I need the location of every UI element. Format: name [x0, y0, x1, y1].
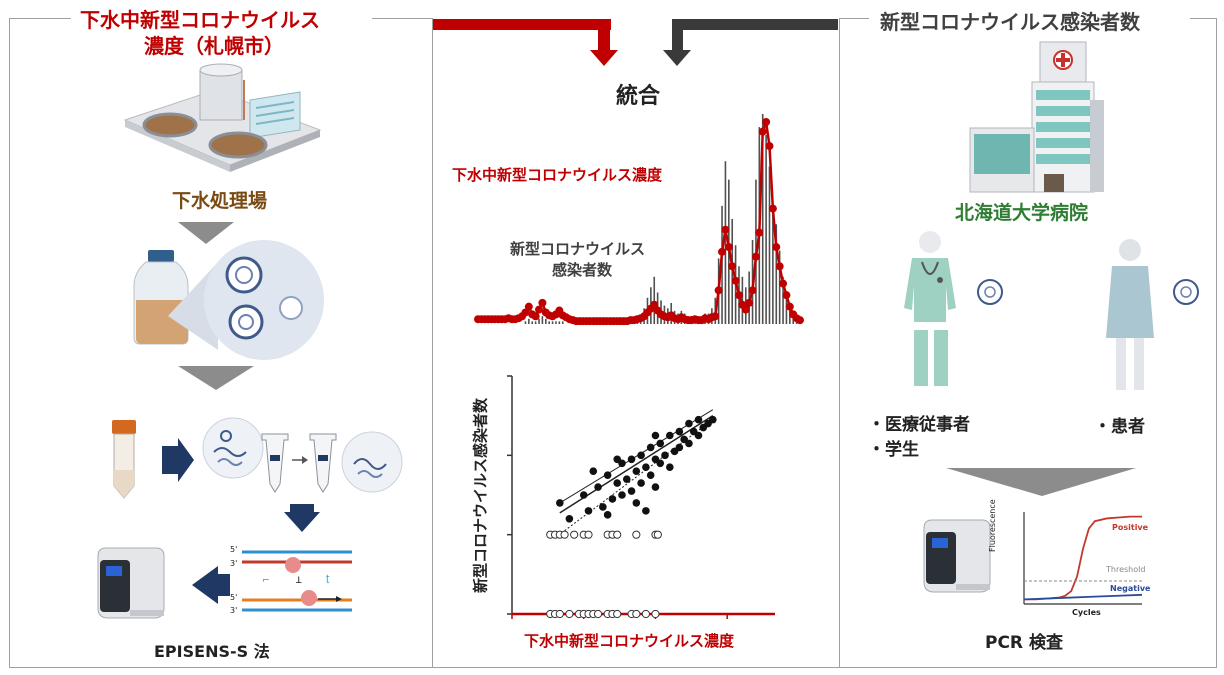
pcr-xlabel: Cycles [1072, 608, 1101, 617]
left-panel-title-line2: 濃度（札幌市） [144, 34, 284, 58]
dna-label-5b: 5' [230, 593, 238, 602]
plant-label: 下水処理場 [172, 190, 268, 212]
left-panel-frame [9, 18, 433, 668]
group1-item1: ・医療従事者 [868, 415, 970, 435]
hospital-label: 北海道大学病院 [955, 202, 1089, 224]
group2-item1: ・患者 [1094, 417, 1145, 437]
center-panel-title: 統合 [616, 84, 661, 109]
center-panel-frame [432, 18, 840, 668]
group1-item2: ・学生 [868, 440, 919, 460]
right-panel-top-line-a [839, 18, 869, 19]
scatter-xlabel: 下水中新型コロナウイルス濃度 [524, 632, 735, 650]
pcr-negative-label: Negative [1110, 584, 1151, 593]
left-panel-top-line-a [9, 18, 71, 19]
method-label-right: PCR 検査 [985, 633, 1063, 653]
dna-label-3a: 3' [230, 559, 238, 568]
right-panel-top-line-b [1190, 18, 1217, 19]
cases-series-label-line1: 新型コロナウイルス [510, 240, 646, 258]
left-panel-title-line1: 下水中新型コロナウイルス [80, 8, 320, 32]
pcr-ylabel: Fluorescence [988, 499, 997, 552]
right-panel-frame [839, 18, 1217, 668]
cases-series-label-line2: 感染者数 [552, 261, 613, 279]
pcr-threshold-label: Threshold [1106, 565, 1146, 574]
method-label-left: EPISENS-S 法 [154, 642, 270, 661]
scatter-ylabel: 新型コロナウイルス感染者数 [471, 398, 490, 594]
left-panel-top-line-b [372, 18, 433, 19]
sewage-series-label: 下水中新型コロナウイルス濃度 [452, 166, 663, 184]
pcr-positive-label: Positive [1112, 523, 1149, 532]
dna-label-3b: 3' [230, 606, 238, 615]
dna-label-5a: 5' [230, 545, 238, 554]
right-panel-title: 新型コロナウイルス感染者数 [880, 10, 1140, 34]
